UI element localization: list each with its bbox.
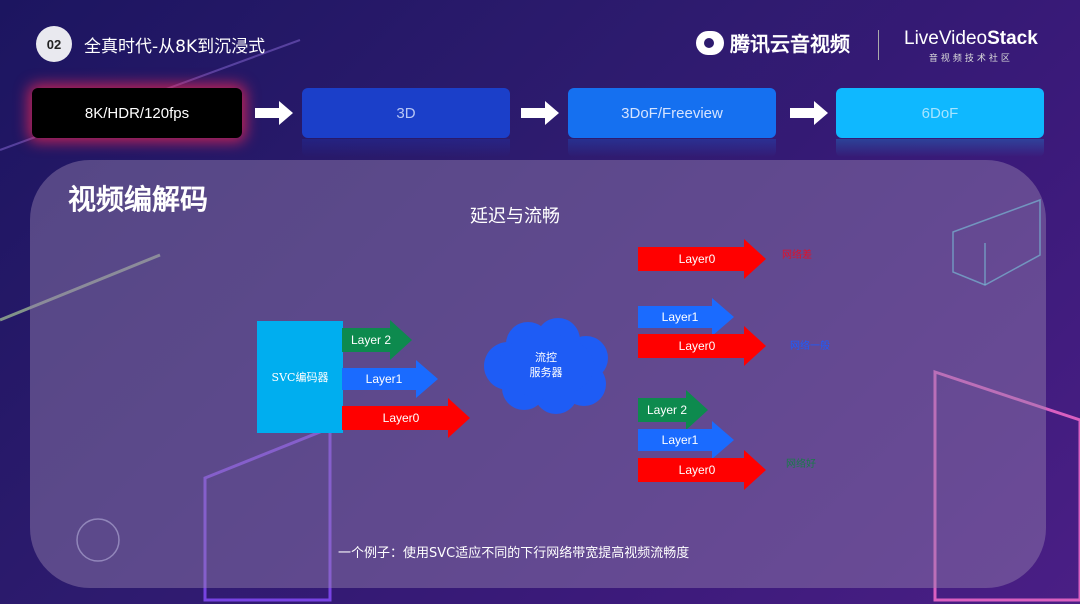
stage-reflection <box>568 139 776 157</box>
header-divider <box>878 30 879 60</box>
stage-3dof: 3DoF/Freeview <box>568 88 776 138</box>
pipeline-arrow-icon <box>790 101 828 125</box>
layer-label: Layer0 <box>382 410 420 425</box>
brand-name: 腾讯云音视频 <box>730 32 850 56</box>
layer-label: Layer 2 <box>350 332 392 347</box>
layer-label: Layer1 <box>365 371 403 386</box>
encoder-layer2-arrow: Layer 2 <box>342 320 412 360</box>
layer-label: Layer1 <box>661 432 699 447</box>
brand-logo-group: 腾讯云音视频 <box>696 28 850 57</box>
flow-control-server-cloud-icon <box>484 318 608 414</box>
stage-reflection <box>836 139 1044 157</box>
encoder-layer0-arrow: Layer0 <box>342 398 470 438</box>
layer-label: Layer0 <box>678 338 716 353</box>
stage-3d: 3D <box>302 88 510 138</box>
client3-layer2-arrow: Layer 2 <box>638 390 708 430</box>
client2-layer1-arrow: Layer1 <box>638 298 734 336</box>
slide-title: 全真时代-从8K到沉浸式 <box>84 37 266 57</box>
stage-reflection <box>302 139 510 157</box>
client-network-label-poor: 网络差 <box>782 250 812 261</box>
svc-encoder-box: SVC编码器 <box>257 321 343 433</box>
client3-layer0-arrow: Layer0 <box>638 450 766 490</box>
pipeline-arrow-icon <box>255 101 293 125</box>
diagram-caption: 一个例子：使用SVC适应不同的下行网络带宽提高视频流畅度 <box>338 546 690 561</box>
server-label-line1: 流控 <box>535 351 557 364</box>
pipeline-arrow-icon <box>521 101 559 125</box>
client-network-label-average: 网络一般 <box>790 341 830 352</box>
diagram-title: 延迟与流畅 <box>470 206 560 227</box>
server-label: 流控 服务器 <box>478 350 614 380</box>
layer-label: Layer0 <box>678 251 716 266</box>
server-label-line2: 服务器 <box>529 366 563 379</box>
stage-6dof: 6DoF <box>836 88 1044 138</box>
client1-layer0-arrow: Layer0 <box>638 239 766 279</box>
client2-layer0-arrow: Layer0 <box>638 326 766 366</box>
partner-name-light: LiveVideo <box>904 28 988 49</box>
partner-logo: LiveVideoStack 音视频技术社区 <box>904 28 1038 64</box>
panel-title: 视频编解码 <box>68 183 209 216</box>
stage-8k-hdr: 8K/HDR/120fps <box>32 88 242 138</box>
partner-subtitle: 音视频技术社区 <box>928 54 1013 64</box>
layer-label: Layer 2 <box>646 402 688 417</box>
partner-name-bold: Stack <box>987 28 1038 49</box>
client3-layer1-arrow: Layer1 <box>638 421 734 459</box>
layer-label: Layer0 <box>678 462 716 477</box>
slide-number-badge: 02 <box>36 26 72 62</box>
tencent-cloud-logo-icon <box>696 30 724 55</box>
encoder-layer1-arrow: Layer1 <box>342 360 438 398</box>
layer-label: Layer1 <box>661 309 699 324</box>
client-network-label-good: 网络好 <box>786 459 816 470</box>
